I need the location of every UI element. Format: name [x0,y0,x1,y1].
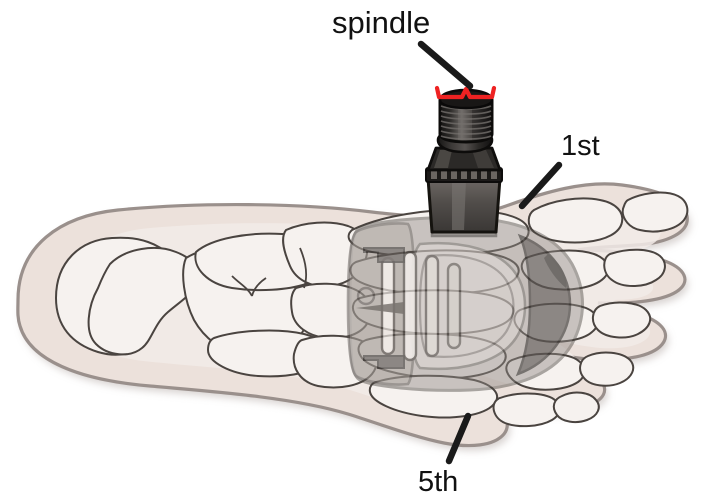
bone-metatarsal-5 [368,374,499,419]
spindle-leader-line [417,40,474,90]
spindle-mount-highlight [452,180,466,230]
bone-phalanx-5-proximal [492,392,561,428]
spindle-top-cap [438,88,494,110]
pedal-tension-indicator [356,302,404,314]
pedal-slot-3 [424,254,440,358]
bone-detail-line-b [299,247,307,289]
pedal-slot-2 [402,250,418,362]
pedal-pivot-hole [356,286,376,306]
label-first-metatarsal: 1st [561,130,600,162]
pedal-spindle [425,88,503,234]
first-leader-line [518,161,563,210]
label-fifth-metatarsal: 5th [418,466,458,498]
bone-phalanx-1-proximal [527,197,624,244]
spindle-flange-teeth [431,171,497,179]
bone-talus [87,247,200,356]
pedal-cage-tip-highlight [544,254,567,288]
pedal-inner-cavity-ring [418,254,515,358]
leader-lines [417,40,563,465]
pedal-slot-4 [446,262,462,350]
fifth-leader-line [445,412,472,465]
spindle-hub-facet-left [434,150,452,168]
spindle-hub-facet-right [472,150,494,168]
bone-phalanx-2-distal [603,248,666,287]
bone-phalanx-3-distal [592,301,652,339]
label-spindle: spindle [332,5,430,40]
pedal-lower-rail [363,355,405,369]
bone-phalanx-1-distal [621,191,689,233]
bone-phalanx-4-distal [579,351,635,387]
pedal-upper-rail [363,247,405,263]
spindle-measure-bracket [434,85,497,100]
bone-detail-line-a [231,275,267,297]
bracket-path [434,85,497,100]
bone-phalanx-5-distal [552,391,600,424]
